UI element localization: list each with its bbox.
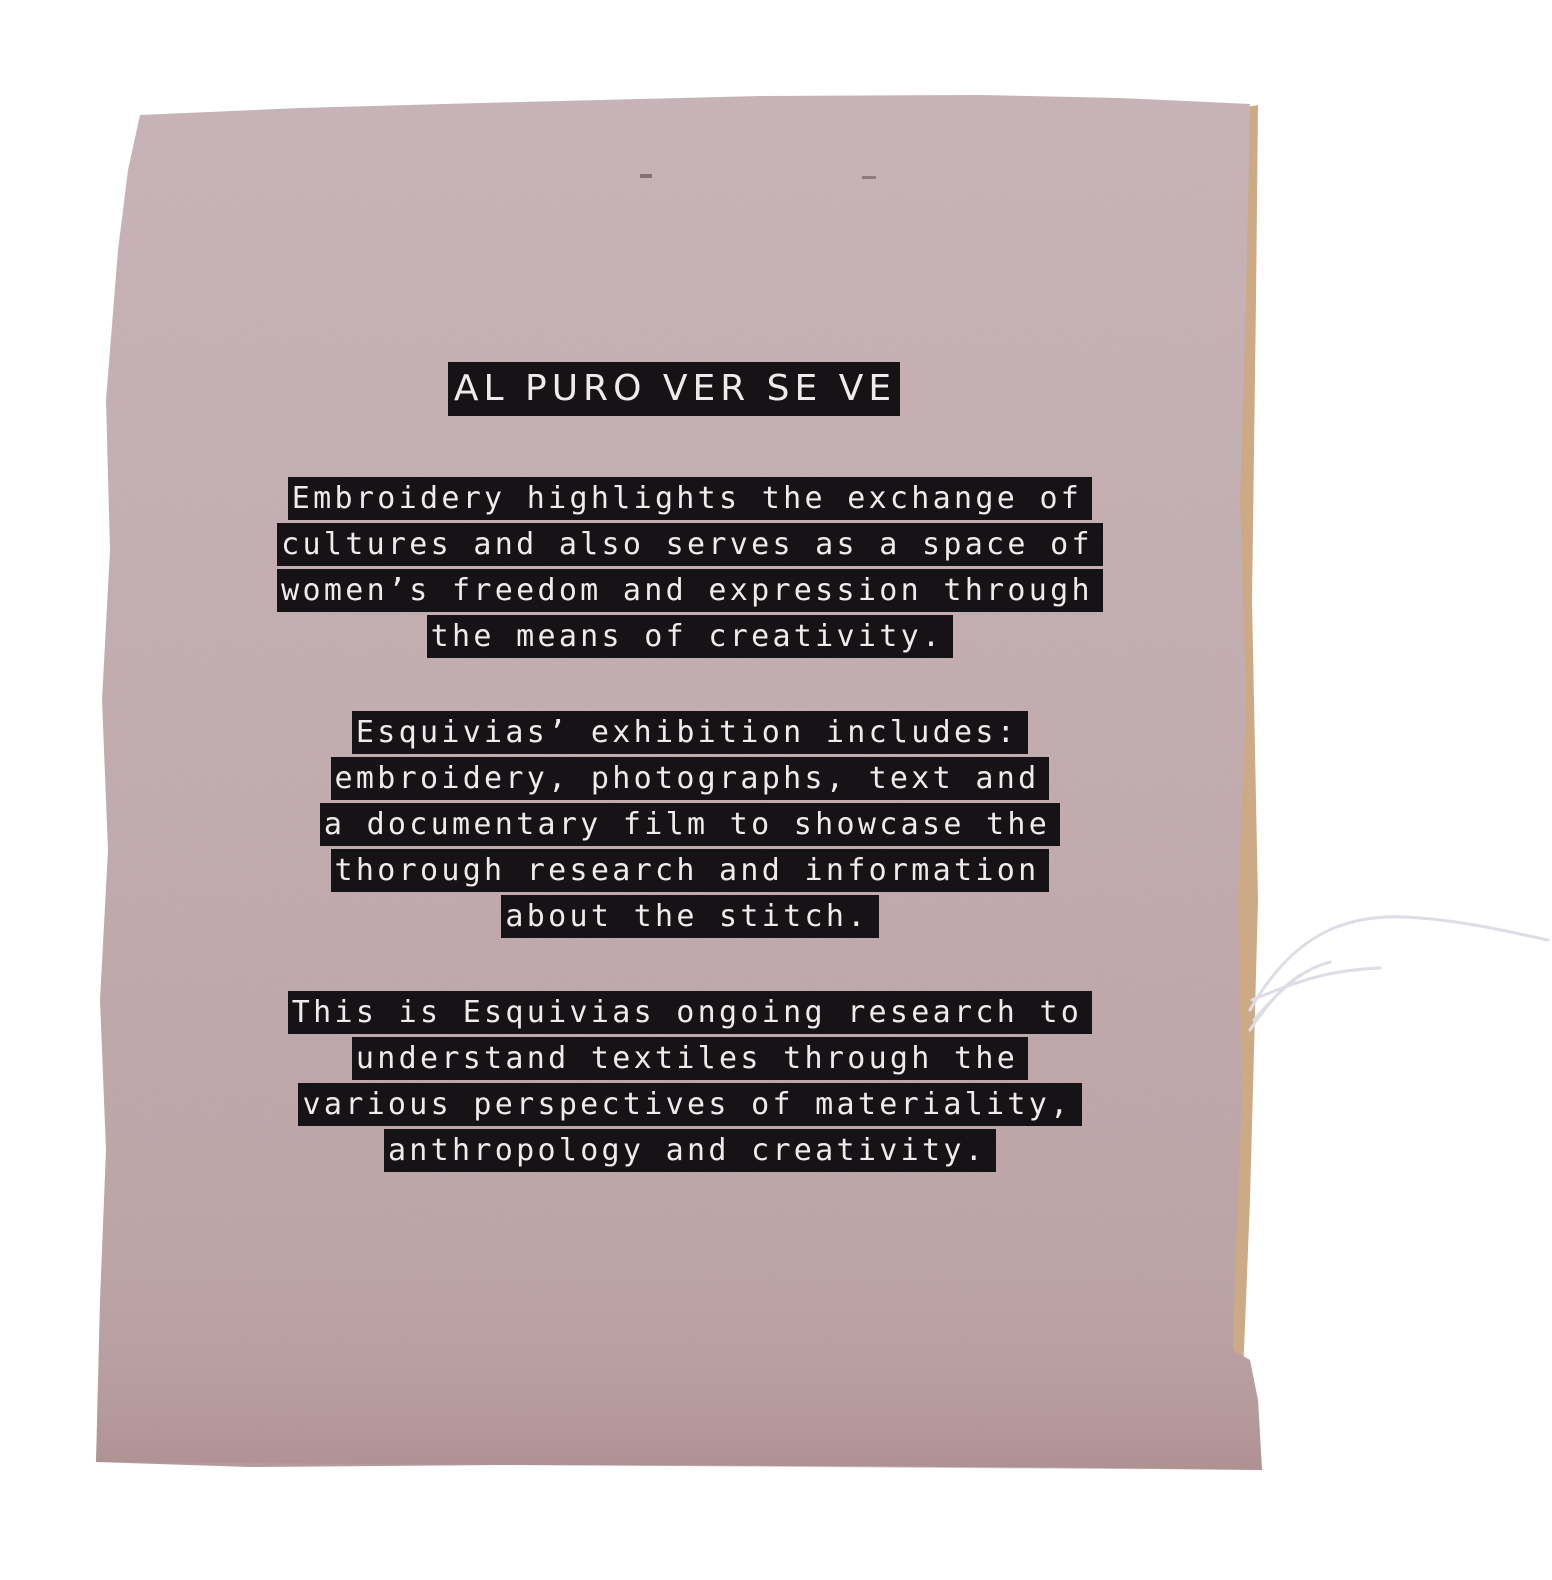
text-line: embroidery, photographs, text and: [330, 757, 1050, 800]
speckle: [862, 176, 876, 179]
title: AL PURO VER SE VE: [447, 362, 901, 416]
text-line: various perspectives of materiality,: [298, 1083, 1082, 1126]
text-line: cultures and also serves as a space of: [277, 523, 1103, 566]
title-block: AL PURO VER SE VE: [190, 362, 1190, 416]
paragraph-embroidery: Embroidery highlights the exchange of cu…: [190, 477, 1190, 661]
text-line: understand textiles through the: [351, 1037, 1029, 1080]
paragraph-research: This is Esquivias ongoing research to un…: [190, 991, 1190, 1175]
text-line: the means of creativity.: [426, 615, 954, 658]
speckle: [640, 174, 652, 178]
text-line: a documentary film to showcase the: [319, 803, 1061, 846]
text-line: about the stitch.: [501, 895, 879, 938]
text-line: Esquivias’ exhibition includes:: [351, 711, 1029, 754]
text-line: women’s freedom and expression through: [277, 569, 1103, 612]
text-line: This is Esquivias ongoing research to: [287, 991, 1093, 1034]
text-line: thorough research and information: [330, 849, 1050, 892]
loose-threads: [1248, 915, 1550, 1032]
paragraph-exhibition: Esquivias’ exhibition includes: embroide…: [190, 711, 1190, 941]
fabric-hem: [96, 1352, 1262, 1470]
text-line: anthropology and creativity.: [383, 1129, 997, 1172]
text-line: Embroidery highlights the exchange of: [287, 477, 1093, 520]
